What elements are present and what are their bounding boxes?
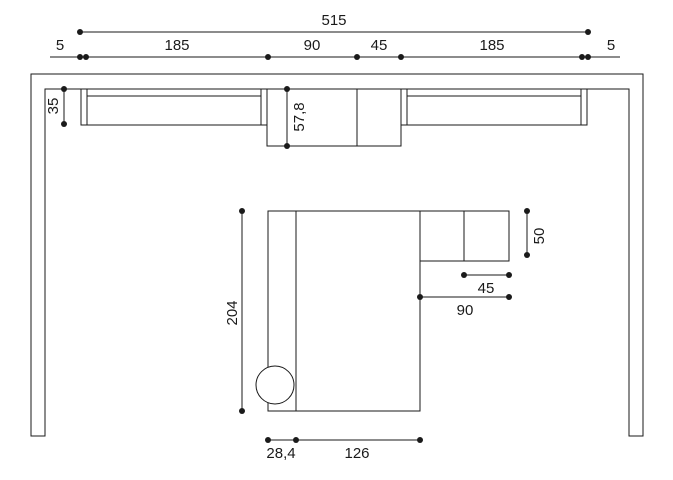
room-walls bbox=[30, 73, 644, 437]
dim-chaise-depth-label: 50 bbox=[531, 228, 548, 245]
dim-chaise-depth: 50 bbox=[524, 208, 548, 258]
wall-unit-left bbox=[80, 88, 268, 126]
dim-top-left-gap-label: 5 bbox=[56, 37, 64, 54]
dim-right-unit-label: 185 bbox=[479, 37, 504, 54]
dim-overall-width-label: 515 bbox=[321, 12, 346, 29]
dim-left-unit-label: 185 bbox=[164, 37, 189, 54]
dim-chaise-total-width: 90 bbox=[417, 294, 512, 319]
dim-center-cabinet-depth-label: 57,8 bbox=[291, 102, 308, 131]
sofa bbox=[255, 210, 510, 412]
dim-sofa-length: 204 bbox=[224, 208, 245, 414]
dim-seat-width-label: 126 bbox=[344, 445, 369, 462]
dim-armrest-width-label: 28,4 bbox=[266, 445, 295, 462]
dim-segments: 5 185 90 45 185 5 bbox=[50, 37, 620, 60]
dim-sofa-length-label: 204 bbox=[224, 300, 241, 325]
dim-sofa-width: 28,4 126 bbox=[265, 437, 423, 462]
dim-chaise-inner-width-label: 45 bbox=[478, 280, 495, 297]
dim-middle-unit-label: 90 bbox=[304, 37, 321, 54]
dim-top-right-gap-label: 5 bbox=[607, 37, 615, 54]
dim-center-cabinet-depth: 57,8 bbox=[284, 86, 308, 149]
side-table bbox=[255, 365, 295, 405]
dim-overall-width: 515 bbox=[77, 12, 591, 35]
dim-wall-unit-depth: 35 bbox=[45, 86, 67, 127]
dim-chaise-inner-width: 45 bbox=[461, 272, 512, 297]
wall-unit-right bbox=[400, 88, 588, 126]
dim-chaise-total-width-label: 90 bbox=[457, 302, 474, 319]
dim-center-unit-label: 45 bbox=[371, 37, 388, 54]
dim-wall-unit-depth-label: 35 bbox=[45, 98, 62, 115]
